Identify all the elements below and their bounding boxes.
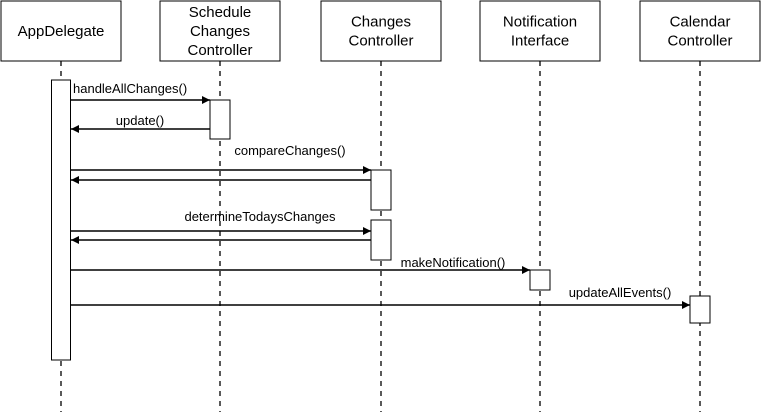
participant-label-cal: Controller bbox=[667, 33, 732, 50]
activation-bar-notif-4 bbox=[529, 269, 551, 291]
participant-box-sched bbox=[159, 0, 281, 62]
participant-label-app: AppDelegate bbox=[18, 23, 105, 40]
participant-box-chg bbox=[320, 0, 442, 62]
message-label-1: update() bbox=[116, 113, 164, 128]
activation-bar-app-0 bbox=[51, 79, 71, 361]
participant-label-sched: Controller bbox=[187, 42, 252, 59]
activation-bar-cal-5 bbox=[689, 295, 711, 324]
participant-label-notif: Notification bbox=[503, 14, 577, 31]
activation-bar-chg-2 bbox=[370, 169, 392, 211]
participant-label-sched: Schedule bbox=[189, 4, 252, 21]
participant-label-sched: Changes bbox=[190, 23, 250, 40]
message-label-6: makeNotification() bbox=[401, 255, 506, 270]
participant-label-cal: Calendar bbox=[670, 14, 731, 31]
participant-box-app bbox=[0, 0, 122, 62]
message-label-0: handleAllChanges() bbox=[73, 81, 187, 96]
message-label-4: determineTodaysChanges bbox=[184, 209, 336, 224]
participant-label-notif: Interface bbox=[511, 33, 569, 50]
participant-label-chg: Changes bbox=[351, 14, 411, 31]
participant-box-notif bbox=[479, 0, 601, 62]
participant-label-chg: Controller bbox=[348, 33, 413, 50]
activation-bar-sched-1 bbox=[209, 99, 231, 140]
message-label-7: updateAllEvents() bbox=[569, 285, 672, 300]
message-label-2: compareChanges() bbox=[234, 143, 345, 158]
activation-bar-chg-3 bbox=[370, 219, 392, 261]
participant-box-cal bbox=[639, 0, 761, 62]
